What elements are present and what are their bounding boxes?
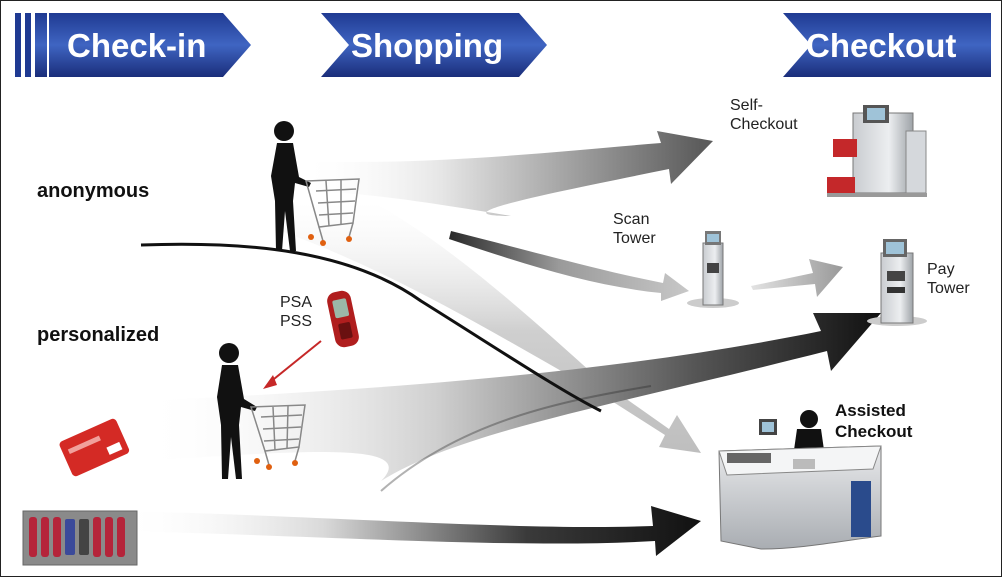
stage-check-in: Check-in [67,27,206,64]
stage-header: Check-in Shopping Checkout [15,13,991,77]
label-self-checkout-line1: Self- [730,97,763,114]
scan-tower-kiosk-icon [687,231,739,308]
chevron-check-in [49,13,251,77]
stage-shopping: Shopping [351,27,503,64]
psa-arrow [263,340,322,389]
arrow-to-pay-tower [141,313,881,481]
mobile-devices-icon [22,510,138,566]
stage-checkout: Checkout [806,27,956,64]
label-scan-tower: Scan Tower [613,210,656,248]
chevron-shopping [321,13,547,77]
pay-tower-kiosk-icon [867,239,927,326]
label-scan-tower-line2: Tower [613,230,656,247]
flow-arrows [121,131,881,556]
label-psa-pss: PSA PSS [280,293,312,331]
arrow-scan-to-pay-tower [751,259,843,297]
path-line-personalized [380,385,652,492]
label-psa: PSA [280,294,313,311]
label-scan-tower-line1: Scan [613,211,650,228]
label-assisted-checkout-line1: Assisted [835,401,906,420]
assisted-checkout-desk-icon [718,410,882,550]
arrow-bottom-to-assisted [121,506,701,556]
path-line-anonymous [140,242,602,413]
label-pss: PSS [280,313,313,330]
row-label-personalized: personalized [37,324,160,346]
shopper-personalized-icon [217,343,306,479]
label-pay-tower-line2: Tower [927,280,970,297]
arrow-to-scan-tower [449,231,689,301]
arrow-to-self-checkout [301,131,713,216]
label-assisted-checkout: Assisted Checkout [835,400,912,442]
header-stripe [25,13,31,77]
label-assisted-checkout-line2: Checkout [835,422,913,441]
row-label-anonymous: anonymous [37,180,150,202]
header-stripe [35,13,47,77]
loyalty-card-icon [59,418,130,477]
self-checkout-kiosk-icon [827,105,927,197]
header-stripe [15,13,21,77]
handheld-scanner-icon [327,290,359,348]
chevron-checkout [783,13,991,77]
label-pay-tower: Pay Tower [927,260,970,298]
label-self-checkout-line2: Checkout [730,116,798,133]
label-pay-tower-line1: Pay [927,261,955,278]
shopper-anonymous-icon [271,121,360,251]
label-self-checkout: Self- Checkout [730,96,798,134]
